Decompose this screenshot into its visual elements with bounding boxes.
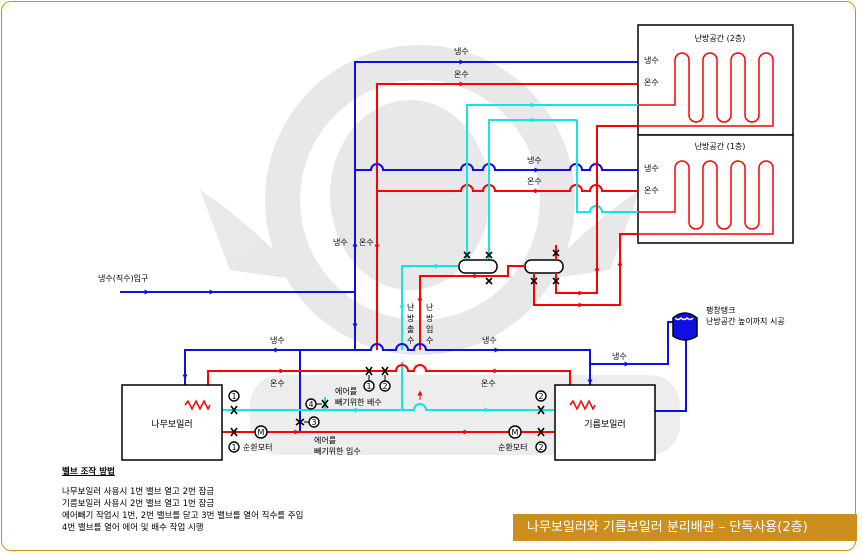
svg-text:1: 1 [366, 382, 371, 391]
svg-text:M: M [258, 428, 265, 437]
svg-text:4: 4 [308, 400, 313, 409]
pump-wood[interactable]: M [254, 425, 268, 439]
label-hot-right: 온수 [481, 379, 496, 388]
label-mid-cold: 냉수 [527, 155, 542, 165]
room-floor2-cold: 냉수 [644, 55, 659, 65]
label-bottom-cold-tank: 냉수 [612, 351, 627, 361]
label-hot-left: 온수 [270, 379, 285, 388]
svg-text:난: 난 [407, 303, 415, 312]
return-header [170, 403, 555, 413]
expansion-tank [672, 312, 698, 341]
svg-text:1: 1 [231, 443, 236, 452]
oil-pump-label: 순환모터 [498, 442, 527, 452]
supply-pipes-floor2 [354, 59, 638, 350]
room-floor2-title: 난방공간 (2층) [695, 33, 746, 43]
heat-exchanger-icon [569, 399, 596, 411]
svg-text:출: 출 [407, 324, 414, 334]
room-floor1 [637, 134, 794, 244]
valve-1-header[interactable]: 1 [363, 366, 375, 392]
instruction-line: 4번 밸브를 열어 에어 및 배수 작업 시행 [62, 523, 204, 533]
supply-manifold [524, 259, 564, 274]
label-inlet: 냉수(직수)입구 [98, 273, 148, 283]
valve-1-wood-return[interactable]: 1 [228, 390, 240, 415]
manifold-valves[interactable] [463, 249, 560, 285]
instruction-line: 에어빼기 작업시 1번, 2번 밸브를 닫고 3번 밸브를 열어 직수를 주입 [62, 511, 304, 521]
expansion-tank-title: 팽창탱크 [706, 305, 735, 315]
svg-text:난: 난 [426, 303, 434, 312]
svg-text:방: 방 [407, 313, 415, 323]
heat-exchanger-icon [184, 399, 211, 411]
return-manifold [458, 259, 498, 274]
return-pipes [401, 104, 638, 410]
svg-text:3: 3 [311, 418, 316, 427]
oil-boiler-label: 기름보일러 [584, 419, 625, 430]
expansion-tank-note: 난방공간 높이까지 시공 [706, 316, 785, 326]
fill-label-line1: 에어를 [314, 435, 336, 445]
label-heating-in: 난 방 입 수 [426, 303, 434, 345]
wood-boiler[interactable] [121, 384, 223, 461]
valve-instructions: 밸브 조작 방법 나무보일러 사용시 1번 밸브 열고 2번 잠금 기름보일러 … [62, 466, 303, 534]
svg-text:M: M [512, 428, 519, 437]
instruction-line: 나무보일러 사용시 1번 밸브 열고 2번 잠금 [62, 487, 215, 497]
diagram-title-banner: 나무보일러와 기름보일러 분리배관 – 단독사용(2층) [510, 514, 857, 541]
instruction-line: 기름보일러 사용시 2번 밸브 열고 1번 잠금 [62, 499, 215, 509]
svg-text:방: 방 [426, 313, 434, 323]
label-top-hot: 온수 [454, 70, 469, 79]
pump-oil[interactable]: M [508, 425, 522, 439]
room-floor1-title: 난방공간 (1층) [695, 141, 746, 151]
valve-4-drain[interactable]: 4 [305, 397, 329, 410]
label-riser-hot: 온수 [359, 238, 374, 247]
drain-label-line2: 빼기위한 배수 [335, 398, 382, 407]
hot-header [170, 364, 571, 433]
svg-text:2: 2 [382, 382, 387, 391]
room-floor1-hot: 온수 [644, 186, 659, 195]
valve-2-oil-return[interactable]: 2 [535, 390, 547, 415]
valve-1-wood-supply[interactable]: 1 [228, 427, 240, 453]
fill-label-line2: 빼기위한 입수 [314, 447, 361, 456]
room-floor2-hot: 온수 [644, 78, 659, 87]
svg-text:2: 2 [538, 392, 543, 401]
svg-text:입: 입 [426, 325, 433, 334]
wood-pump-label: 순환모터 [243, 442, 272, 452]
svg-text:수: 수 [426, 336, 433, 345]
drain-label-line1: 에어를 [335, 386, 357, 396]
svg-text:1: 1 [231, 392, 236, 401]
valve-instructions-title: 밸브 조작 방법 [62, 467, 115, 477]
label-bottom-cold-left: 냉수 [270, 335, 285, 345]
label-top-cold: 냉수 [454, 46, 469, 56]
valve-3-fill[interactable]: 3 [295, 416, 320, 428]
wood-boiler-label: 나무보일러 [151, 419, 192, 430]
svg-text:수: 수 [407, 336, 414, 345]
room-floor1-cold: 냉수 [644, 163, 659, 173]
svg-text:2: 2 [538, 443, 543, 452]
valve-2-header[interactable]: 2 [379, 366, 391, 392]
oil-boiler[interactable] [554, 384, 656, 461]
label-riser-cold: 냉수 [333, 237, 348, 247]
valve-2-oil-supply[interactable]: 2 [535, 427, 547, 453]
room-floor2 [637, 24, 794, 136]
label-mid-hot: 온수 [527, 177, 542, 186]
label-bottom-cold-right: 냉수 [482, 335, 497, 345]
label-heating-out: 난 방 출 수 [407, 303, 415, 345]
